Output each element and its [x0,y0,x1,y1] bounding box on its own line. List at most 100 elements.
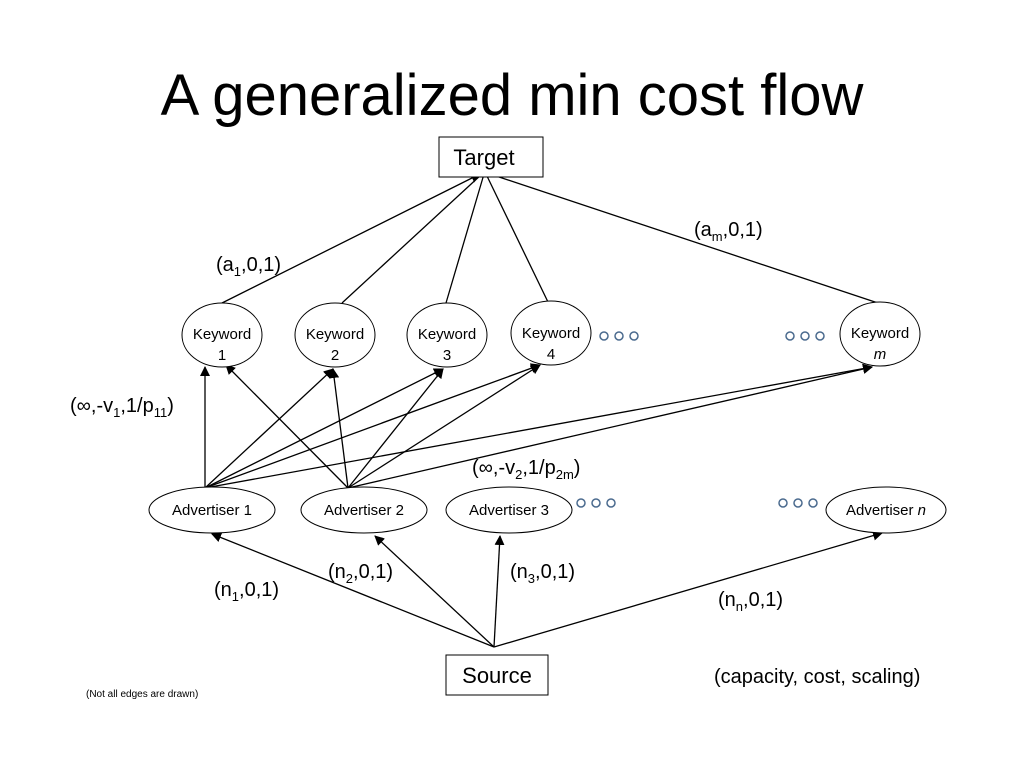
keyword-number: 3 [443,347,451,364]
keyword-node-4: Keyword 4 [510,300,592,366]
advertiser-word: Advertiser [846,502,914,519]
legend-text: (capacity, cost, scaling) [714,666,920,688]
edge-source-adv1 [211,532,495,648]
edge-label-a1: (a1,0,1) [216,254,281,279]
label-part: ) [167,395,174,417]
label-subscript: 3 [528,571,535,586]
advertiser-label: Advertiser 2 [324,502,404,519]
edge-adv1-keyword4 [204,363,541,489]
label-part: ,0,1) [743,589,783,611]
target-label: Target [453,145,514,170]
label-part: ,1/p [522,457,555,479]
advertiser-keyword-edges [200,363,873,489]
advertiser-label: Advertiser 3 [469,502,549,519]
edge-keyword2-target [341,173,483,304]
edge-keyword1-target [221,173,481,304]
advertiser-number: n [918,502,926,519]
advertiser-word: Advertiser [172,502,240,519]
label-part: (a [216,254,235,276]
label-subscript: m [712,229,723,244]
edge-adv2-keyword2 [329,368,349,489]
edge-source-adv2 [374,535,495,648]
label-part: ,1/p [120,395,153,417]
advertiser-label: Advertiser 1 [172,502,252,519]
keyword-ellipsis-dots-2 [785,331,825,341]
edge-adv2-keywordm [347,364,873,489]
edge-label-am: (am,0,1) [694,219,763,244]
label-part: (n [214,579,232,601]
edge-label-n3: (n3,0,1) [510,561,575,586]
label-part: (∞,-v [70,395,113,417]
label-subscript: 2 [515,467,522,482]
keyword-target-edges [221,173,879,304]
source-label: Source [462,663,532,688]
source-advertiser-edges [211,530,883,648]
keyword-word: Keyword [851,325,909,342]
label-part: (∞,-v [472,457,515,479]
keyword-ellipsis-dots-1 [599,331,639,341]
advertiser-ellipsis-dots-2 [778,498,818,508]
source-node: Source [445,654,549,696]
keyword-number: 1 [218,347,226,364]
keyword-node-1: Keyword 1 [181,302,263,368]
advertiser-node-n: Advertiser n [825,486,947,534]
advertiser-number: 3 [541,502,549,519]
advertiser-number: 2 [396,502,404,519]
label-part: (a [694,219,713,241]
edge-label-n1: (n1,0,1) [214,579,279,604]
edge-keyword3-target [445,173,485,304]
advertiser-word: Advertiser [324,502,392,519]
label-subscript: 2m [556,467,574,482]
keyword-number: 2 [331,347,339,364]
edge-label-inf-v1: (∞,-v1,1/p11) [70,395,174,420]
label-part: ,0,1) [535,561,575,583]
keyword-node-3: Keyword 3 [406,302,488,368]
label-part: ,0,1) [239,579,279,601]
label-subscript: 1 [113,405,120,420]
edge-source-advn [493,530,883,648]
advertiser-node-1: Advertiser 1 [148,486,276,534]
edge-adv1-keyword2 [204,368,334,489]
keyword-node-2: Keyword 2 [294,302,376,368]
label-part: (n [328,561,346,583]
label-subscript: n [736,599,743,614]
keyword-word: Keyword [306,326,364,343]
advertiser-node-3: Advertiser 3 [445,486,573,534]
edge-label-nn: (nn,0,1) [718,589,783,614]
advertiser-word: Advertiser [469,502,537,519]
footnote: (Not all edges are drawn) [86,689,198,700]
edge-adv1-keyword3 [204,368,444,489]
keyword-number: 4 [547,346,555,363]
label-part: ,0,1) [353,561,393,583]
label-part: (n [510,561,528,583]
keyword-word: Keyword [522,325,580,342]
edge-keyword4-target [485,173,549,303]
label-part: ) [574,457,581,479]
label-subscript: 11 [154,405,168,420]
advertiser-number: 1 [244,502,252,519]
edge-label-inf-v2: (∞,-v2,1/p2m) [472,457,580,482]
keyword-word: Keyword [193,326,251,343]
edge-adv2-keyword1 [225,364,349,489]
keyword-word: Keyword [418,326,476,343]
advertiser-ellipsis-dots-1 [576,498,616,508]
label-subscript: 1 [232,589,239,604]
target-node: Target [438,136,544,178]
edge-label-n2: (n2,0,1) [328,561,393,586]
label-part: (n [718,589,736,611]
edge-adv2-keyword3 [347,368,444,489]
keyword-number: m [874,346,887,363]
advertiser-label: Advertiser n [846,502,926,519]
edge-adv2-keyword4 [347,364,541,489]
label-subscript: 1 [234,264,241,279]
label-subscript: 2 [346,571,353,586]
label-part: ,0,1) [241,254,281,276]
edge-adv1-keywordm [204,363,873,489]
keyword-node-m: Keyword m [839,301,921,367]
edge-keywordm-target [489,173,879,304]
slide-title: A generalized min cost flow [160,63,864,128]
label-part: ,0,1) [723,219,763,241]
edge-source-adv3 [493,535,505,648]
advertiser-node-2: Advertiser 2 [300,486,428,534]
